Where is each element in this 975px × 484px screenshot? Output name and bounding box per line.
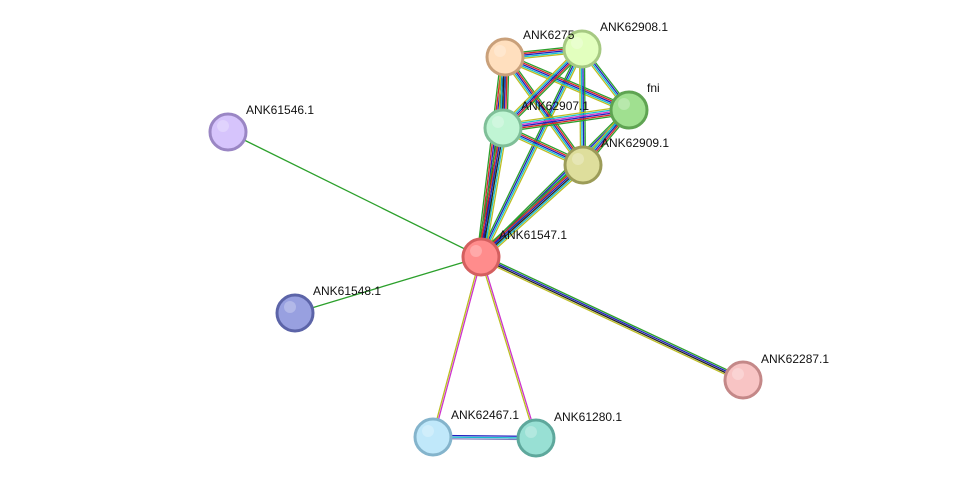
node-ank61546-1[interactable] [208,112,248,152]
node-label-ank62467-1: ANK62467.1 [451,408,519,422]
node-fni[interactable] [609,90,649,130]
node-highlight [217,120,229,132]
node-highlight [422,425,434,437]
node-circle[interactable] [723,360,763,400]
node-label-ank61548-1: ANK61548.1 [313,284,381,298]
node-label-ank62908-1: ANK62908.1 [600,20,668,34]
edge-evidence-line [482,128,507,258]
edge-evidence-line [476,56,502,257]
node-circle[interactable] [609,90,649,130]
edge-evidence-line [503,59,628,114]
node-circle[interactable] [413,417,453,457]
node-ank62907-1[interactable] [483,108,523,148]
edge-ank62750-fni [503,53,631,114]
edge-evidence-line [479,257,536,439]
edge-evidence-line [503,110,630,130]
node-circle[interactable] [562,29,602,69]
node-ank62467-1[interactable] [413,417,453,457]
node-label-ank61546-1: ANK61546.1 [246,103,314,117]
node-circle[interactable] [275,293,315,333]
node-highlight [618,98,630,110]
edge-ank61547-1-ank62907-1 [476,127,508,258]
edge-evidence-line [502,106,629,127]
edge-evidence-line [501,58,581,168]
edge-evidence-line [476,127,500,257]
label-layer: ANK61547.1 ANK6275 ANK62908.1 fniANK62907.1… [246,20,829,424]
node-highlight [284,301,296,313]
node-label-ank61280-1: ANK61280.1 [554,410,622,424]
node-ank62908-1[interactable] [562,29,602,69]
edge-ank61547-1-ank62909-1 [477,161,587,261]
edge-evidence-line [482,166,586,260]
edge-evidence-line [481,256,538,438]
edge-evidence-line [431,256,481,437]
edge-evidence-line [503,57,583,167]
edge-evidence-line [481,49,584,258]
edge-evidence-line [505,54,630,110]
edge-evidence-line [479,258,743,383]
edge-ank61547-1-ank62287-1 [479,254,745,383]
edge-evidence-line [503,111,630,132]
edge-ank61547-1-ank61280-1 [479,256,538,439]
node-label-ank62909-1: ANK62909.1 [601,136,669,150]
node-highlight [571,37,583,49]
edge-evidence-line [433,257,483,438]
node-label-ank61547-1: ANK61547.1 [499,228,567,242]
edge-evidence-line [481,128,505,258]
edge-evidence-line [480,257,743,382]
edge-evidence-line [479,48,582,257]
node-highlight [470,245,482,257]
edge-evidence-line [481,254,745,379]
node-label-ank62287-1: ANK62287.1 [761,352,829,366]
edge-evidence-line [507,54,587,164]
edge-ank61547-1-ank61548-1 [294,256,482,314]
node-highlight [732,368,744,380]
edge-ank61547-1-ank61546-1 [227,131,482,258]
edge-evidence-line [505,55,585,165]
node-label-fni: fni [647,81,660,95]
node-ank62287-1[interactable] [723,360,763,400]
edge-ank62750-ank62909-1 [501,54,587,168]
edge-evidence-line [478,162,582,256]
node-ank62909-1[interactable] [563,145,603,185]
node-ank61548-1[interactable] [275,293,315,333]
node-circle[interactable] [563,145,603,185]
edge-evidence-line [502,105,629,125]
node-highlight [572,153,584,165]
node-ank62750[interactable] [485,37,525,77]
edge-evidence-line [477,161,581,255]
edge-evidence-line [477,127,502,257]
edge-evidence-line [227,131,482,258]
node-highlight [525,426,537,438]
node-circle[interactable] [208,112,248,152]
node-highlight [494,45,506,57]
edge-evidence-line [483,167,587,261]
edge-evidence-line [479,127,503,257]
node-circle[interactable] [461,237,501,277]
edge-evidence-line [502,108,629,128]
node-layer [208,29,763,458]
edge-evidence-line [480,163,583,257]
edge-evidence-line [478,47,581,257]
edge-evidence-line [504,57,629,113]
edge-evidence-line [481,255,744,380]
node-highlight [492,116,504,128]
edge-evidence-line [506,53,631,108]
edge-evidence-line [504,56,584,166]
node-ank61280-1[interactable] [516,418,556,458]
node-circle[interactable] [485,37,525,77]
node-circle[interactable] [516,418,556,458]
edge-evidence-line [504,56,630,111]
edge-evidence-line [503,113,630,133]
edge-evidence-line [481,165,584,259]
edge-evidence-line [484,128,508,258]
node-label-ank62750: ANK6275 [523,28,575,42]
node-ank61547-1[interactable] [461,237,501,277]
node-circle[interactable] [483,108,523,148]
edge-ank61547-1-ank62467-1 [431,256,483,438]
node-label-ank62907-1: ANK62907.1 [521,99,589,113]
edge-fni-ank62907-1 [502,105,630,133]
edge-evidence-line [294,256,482,314]
